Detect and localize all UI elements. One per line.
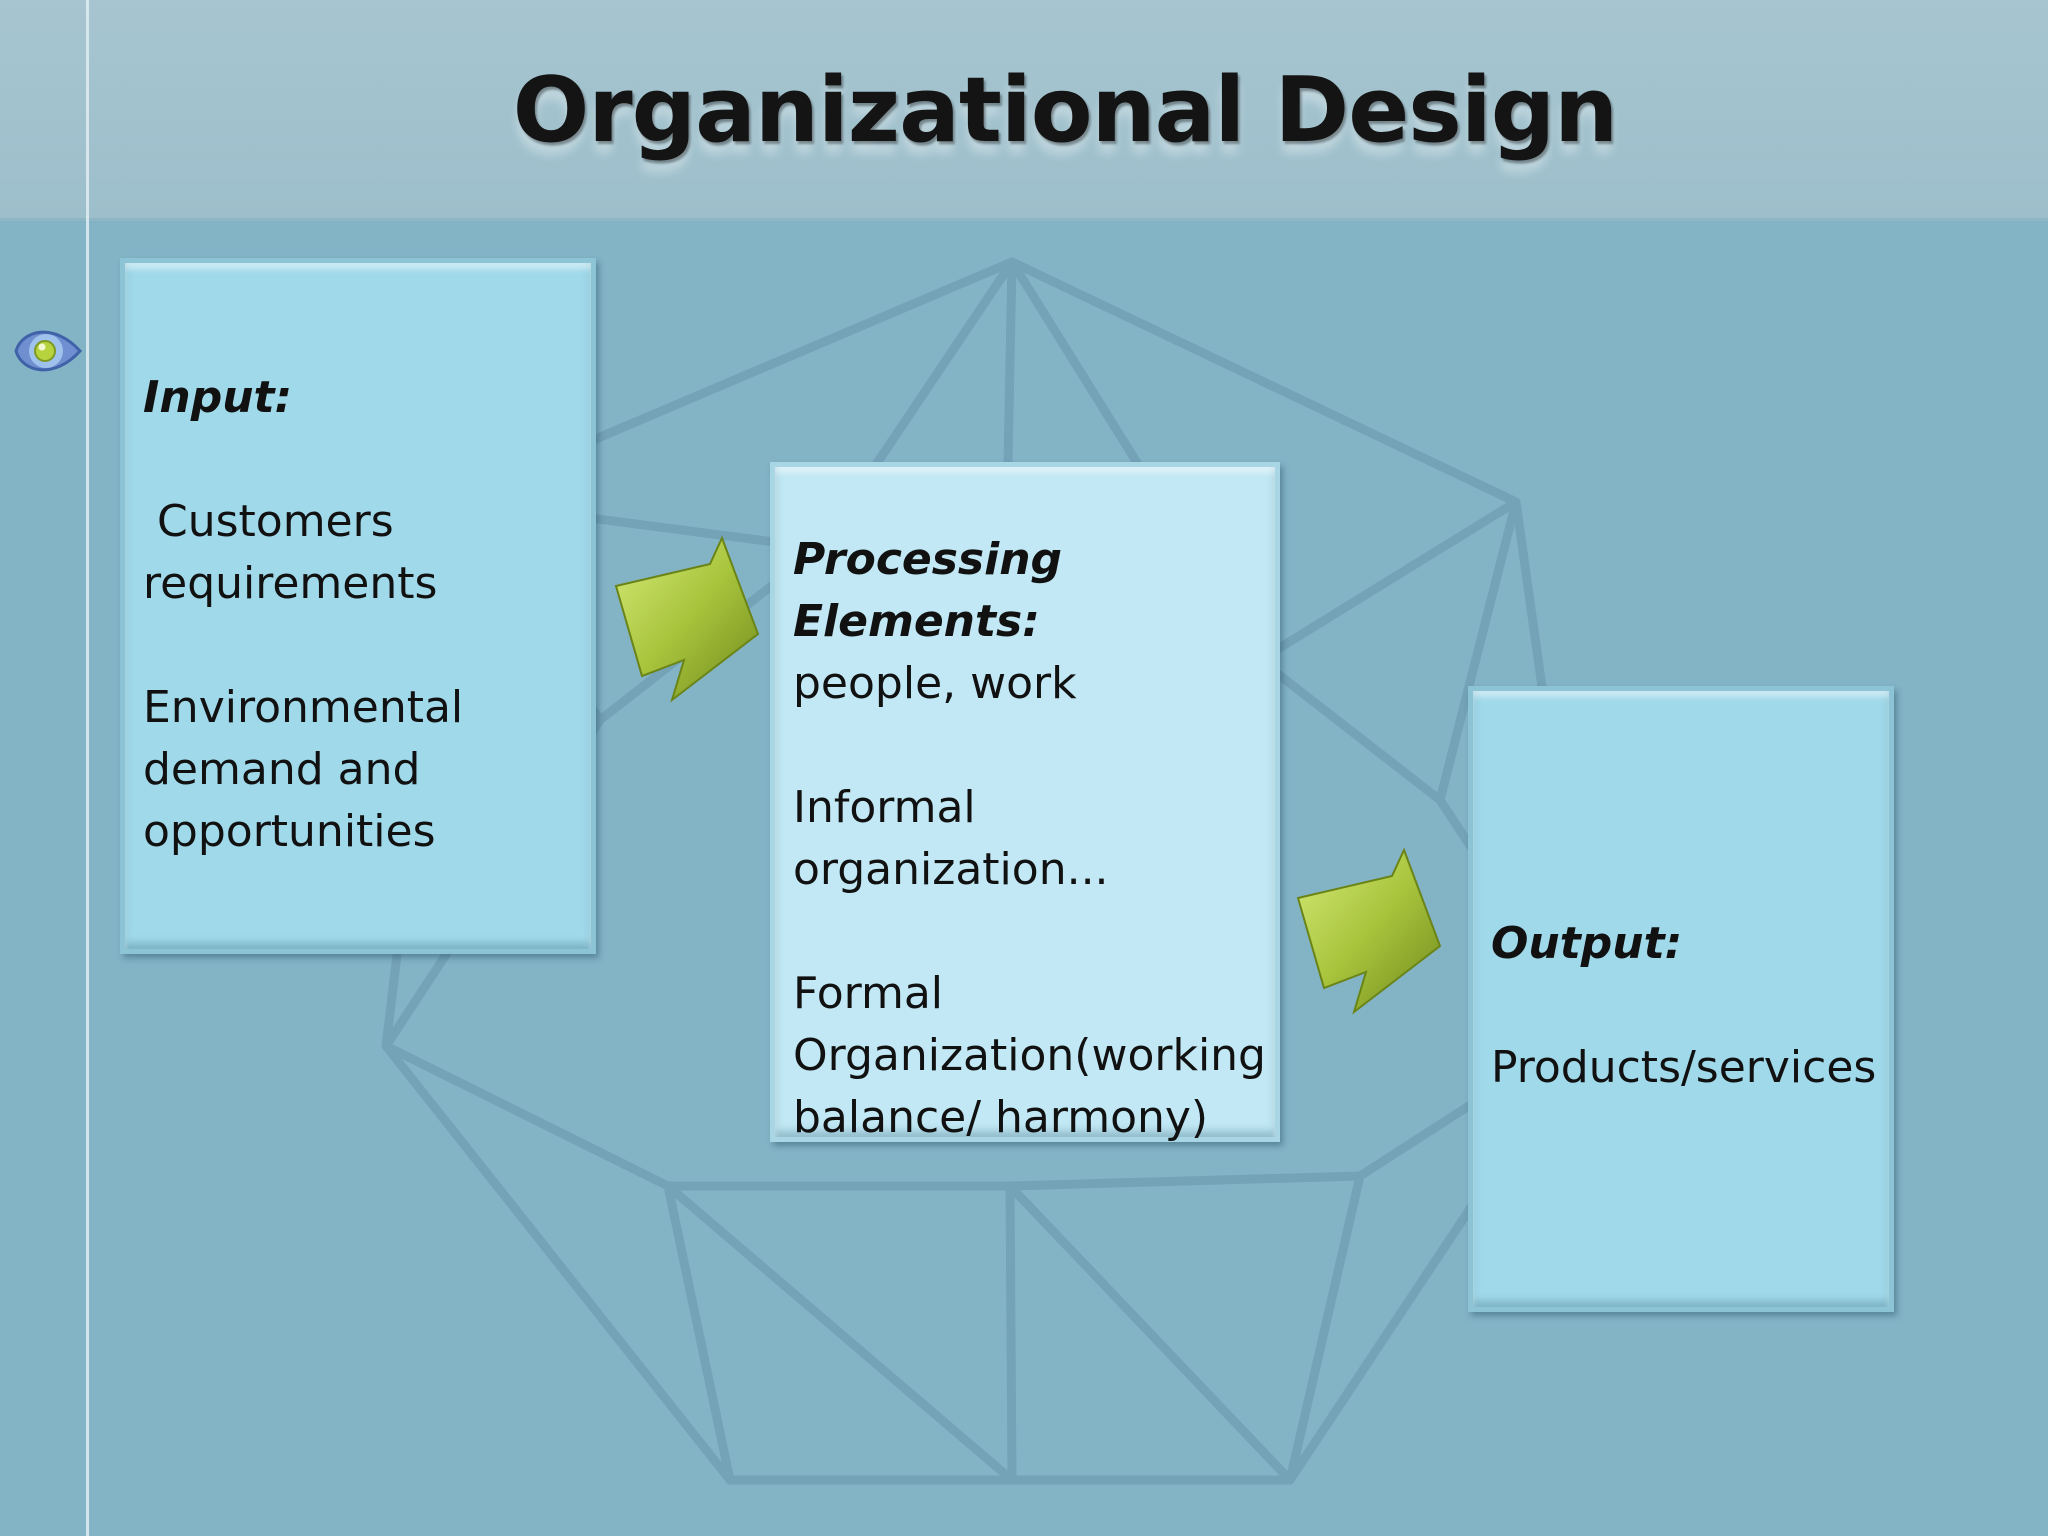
input-line: requirements <box>143 558 438 609</box>
processing-line: Formal <box>793 968 944 1019</box>
input-label: Input: <box>143 372 293 423</box>
processing-label: Processing Elements: <box>793 534 1063 647</box>
right-arrow-icon <box>614 535 760 703</box>
side-rule <box>86 0 89 1536</box>
processing-line: organization... <box>793 844 1109 895</box>
page-title: Organizational Design <box>512 58 1618 163</box>
input-line: opportunities <box>143 806 436 857</box>
output-box: Output: Products/services <box>1468 686 1894 1312</box>
processing-box: Processing Elements: people, work Inform… <box>770 462 1280 1143</box>
output-line: Products/services <box>1491 1042 1877 1093</box>
input-box: Input: Customers requirements Environmen… <box>120 258 596 954</box>
eye-bullet-icon <box>14 330 83 372</box>
right-arrow-icon <box>1296 847 1442 1015</box>
output-label: Output: <box>1491 918 1683 969</box>
processing-line: Informal <box>793 782 976 833</box>
input-line: demand and <box>143 744 421 795</box>
processing-line: people, work <box>793 658 1077 709</box>
processing-line: balance/ harmony) <box>793 1092 1209 1143</box>
input-line: Environmental <box>143 682 464 733</box>
input-line: Customers <box>143 496 394 547</box>
processing-line: Organization(working <box>793 1030 1266 1081</box>
title-band <box>0 0 2048 221</box>
